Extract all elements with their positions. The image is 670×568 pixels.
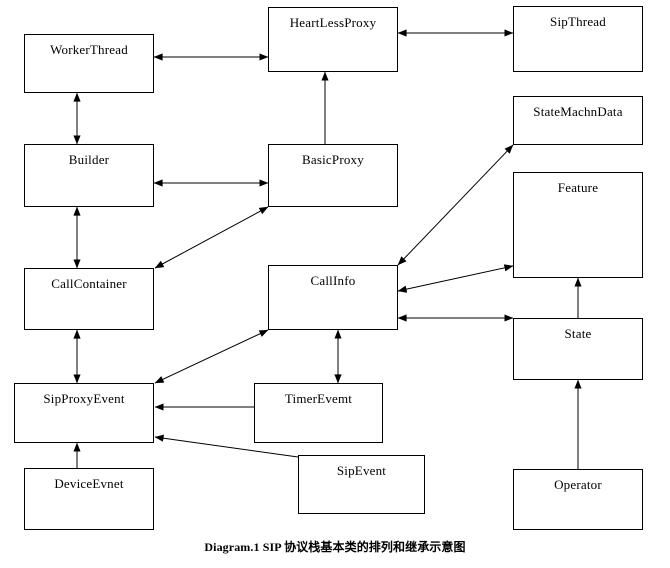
node-label: BasicProxy (302, 152, 364, 167)
node-label: DeviceEvnet (54, 476, 124, 491)
node-callcontainer[interactable]: CallContainer (24, 268, 154, 330)
node-state[interactable]: State (513, 318, 643, 380)
node-timerevemt[interactable]: TimerEvemt (254, 383, 383, 443)
node-sipevent[interactable]: SipEvent (298, 455, 425, 514)
node-operator[interactable]: Operator (513, 469, 643, 530)
node-label: SipThread (550, 14, 606, 29)
node-label: SipEvent (336, 463, 387, 478)
node-label: WorkerThread (50, 42, 128, 57)
node-deviceevnet[interactable]: DeviceEvnet (24, 468, 154, 530)
node-statemachndata[interactable]: StateMachnData (513, 96, 643, 145)
node-label: Feature (557, 180, 599, 195)
node-label: TimerEvemt (284, 391, 353, 406)
node-basicproxy[interactable]: BasicProxy (268, 144, 398, 207)
node-label: StateMachnData (533, 104, 623, 119)
node-label: Builder (68, 152, 110, 167)
edge-callinfo-statemachndata (397, 144, 514, 266)
edge-callinfo-feature (397, 264, 514, 293)
node-label: CallInfo (310, 273, 356, 288)
node-feature[interactable]: Feature (513, 172, 643, 278)
node-label: SipProxyEvent (43, 391, 125, 406)
node-sipthread[interactable]: SipThread (513, 6, 643, 72)
edge-callcontainer-basicproxy (154, 206, 269, 269)
node-sipproxyevent[interactable]: SipProxyEvent (14, 383, 154, 443)
node-callinfo[interactable]: CallInfo (268, 265, 398, 330)
node-workerthread[interactable]: WorkerThread (24, 34, 154, 93)
node-heartlessproxy[interactable]: HeartLessProxy (268, 7, 398, 72)
edge-sipproxyevent-callinfo (154, 329, 269, 384)
node-label: CallContainer (51, 276, 127, 291)
node-label: HeartLessProxy (289, 15, 377, 30)
diagram-caption: Diagram.1 SIP 协议栈基本类的排列和继承示意图 (204, 540, 466, 554)
node-label: Operator (554, 477, 602, 492)
node-builder[interactable]: Builder (24, 144, 154, 207)
node-label: State (564, 326, 592, 341)
